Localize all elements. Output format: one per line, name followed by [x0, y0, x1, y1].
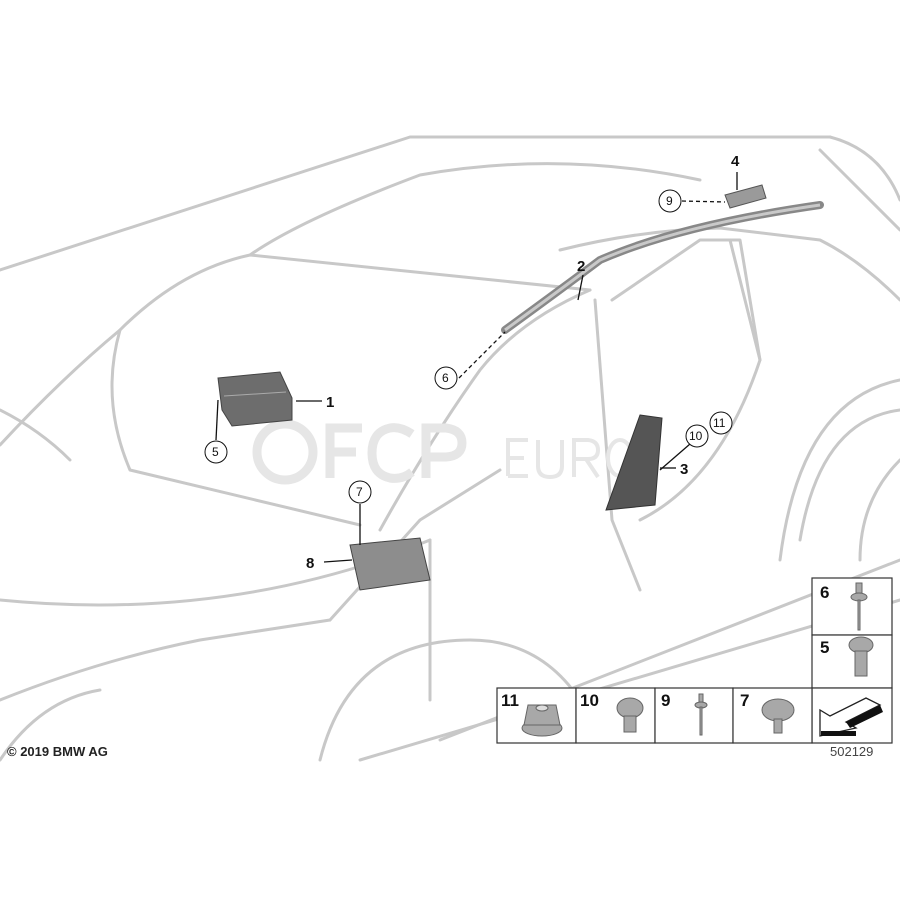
table-cell-7-label: 7 [740, 691, 749, 710]
curtain-airbag-highlight [504, 203, 821, 332]
rivet-9-icon [694, 693, 708, 736]
svg-text:5: 5 [212, 445, 219, 459]
callout-6: 6 [434, 366, 458, 390]
screw-10-icon [616, 697, 644, 733]
leader-lines [215, 172, 738, 563]
callout-5: 5 [204, 440, 228, 464]
callout-11: 11 [709, 411, 733, 435]
screw-5-icon [848, 636, 874, 677]
svg-text:7: 7 [356, 485, 363, 499]
copyright-text: © 2019 BMW AG [7, 744, 108, 759]
callout-3: 3 [680, 461, 688, 478]
watermark-logo [252, 419, 634, 485]
diagram-number: 502129 [830, 744, 874, 759]
bracket-part-4 [724, 184, 767, 209]
table-cell-5-label: 5 [820, 638, 829, 657]
callout-7: 7 [348, 480, 372, 504]
table-cell-11-label: 11 [501, 691, 519, 710]
airbag-part-1 [217, 371, 293, 427]
callout-10: 10 [685, 424, 709, 448]
table-cell-6-label: 6 [820, 583, 829, 602]
table-cell-9-label: 9 [661, 691, 670, 710]
table-cell-10-label: 10 [580, 691, 599, 710]
svg-text:10: 10 [689, 429, 703, 443]
screw-7-icon [761, 698, 795, 734]
svg-text:9: 9 [666, 194, 673, 208]
pillar-cover-part-3 [605, 414, 663, 511]
rivet-6-icon [850, 582, 868, 631]
knee-airbag-part-8 [349, 537, 431, 591]
callout-1: 1 [326, 394, 334, 411]
curtain-airbag-part-2 [501, 201, 824, 334]
car-outline [0, 135, 900, 762]
callout-2: 2 [577, 258, 585, 275]
direction-arrow-icon [819, 697, 883, 737]
callout-4: 4 [731, 153, 740, 170]
nut-11-icon [521, 704, 563, 737]
callout-9: 9 [658, 189, 682, 213]
svg-text:11: 11 [713, 416, 726, 430]
fastener-icons [521, 582, 874, 737]
callout-8: 8 [306, 555, 314, 572]
svg-text:6: 6 [442, 371, 449, 385]
